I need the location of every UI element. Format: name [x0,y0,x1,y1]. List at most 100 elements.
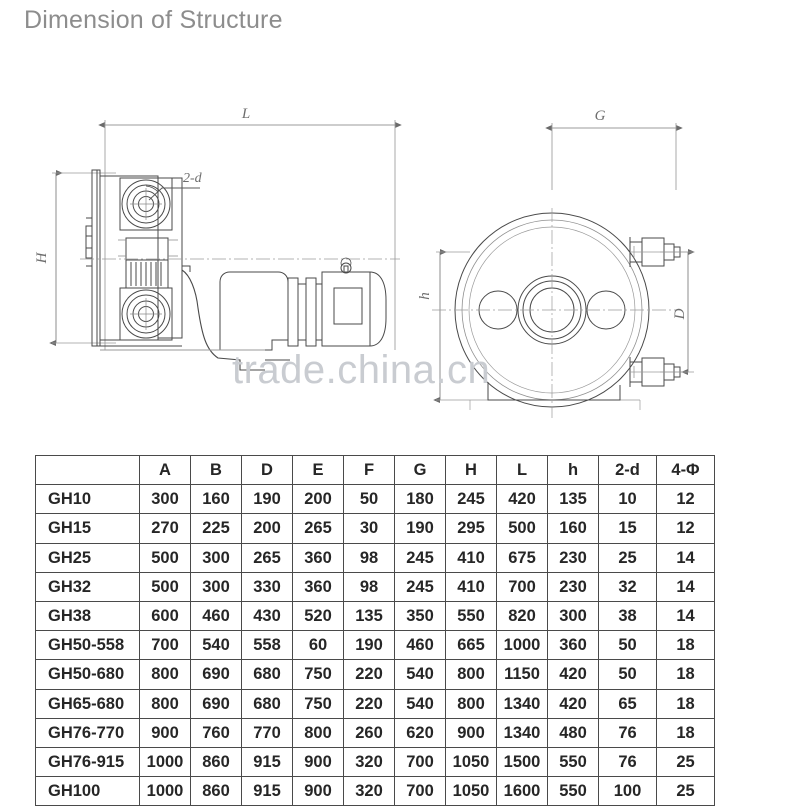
value-cell: 12 [656,484,715,515]
table-header-cell: L [496,454,548,486]
value-cell: 98 [343,571,395,603]
electric-motor [321,257,387,347]
coupling-bracket [181,265,265,371]
value-cell: 540 [394,659,446,690]
value-cell: 200 [241,513,293,544]
value-cell: 135 [547,484,599,515]
dimension-L [98,120,402,350]
value-cell: 420 [547,659,599,690]
table-row: GH10 300 160 190 200 50 180 245 420 135 … [35,484,715,515]
value-cell: 65 [598,688,657,719]
label-h: h [417,292,433,300]
table-header-cell [35,454,140,486]
value-cell: 220 [343,688,395,719]
value-cell: 190 [241,484,293,515]
value-cell: 800 [139,688,191,719]
value-cell: 680 [241,659,293,690]
dimension-H [49,170,116,346]
value-cell: 460 [190,601,242,632]
value-cell: 420 [496,484,548,515]
value-cell: 38 [598,601,657,632]
value-cell: 25 [598,542,657,573]
value-cell: 245 [445,484,497,515]
value-cell: 98 [343,542,395,573]
table-header-cell: 4-Φ [656,454,715,486]
value-cell: 1340 [496,688,548,719]
table-row: GH50-680 800 690 680 750 220 540 800 115… [35,659,715,690]
model-cell: GH25 [35,542,140,573]
value-cell: 200 [292,484,344,515]
value-cell: 270 [139,513,191,544]
value-cell: 915 [241,747,293,778]
value-cell: 500 [139,542,191,573]
value-cell: 160 [190,484,242,515]
table-header-cell: A [139,454,191,486]
model-cell: GH100 [35,776,140,806]
model-cell: GH76-915 [35,747,140,778]
value-cell: 260 [343,717,395,749]
value-cell: 900 [292,776,344,806]
table-row: GH38 600 460 430 520 135 350 550 820 300… [35,601,715,632]
model-cell: GH65-680 [35,688,140,719]
model-cell: GH15 [35,513,140,544]
value-cell: 600 [139,601,191,632]
table-header-cell: G [394,454,446,486]
value-cell: 558 [241,630,293,661]
table-row: GH76-770 900 760 770 800 260 620 900 134… [35,717,715,749]
table-body: GH10 300 160 190 200 50 180 245 420 135 … [35,484,715,806]
value-cell: 50 [598,659,657,690]
dimension-h [433,249,640,403]
value-cell: 690 [190,688,242,719]
value-cell: 230 [547,571,599,603]
value-cell: 430 [241,601,293,632]
value-cell: 675 [496,542,548,573]
value-cell: 550 [547,747,599,778]
pump-base-foot [469,382,641,410]
value-cell: 18 [656,717,715,749]
table-row: GH25 500 300 265 360 98 245 410 675 230 … [35,542,715,573]
value-cell: 1600 [496,776,548,806]
value-cell: 550 [445,601,497,632]
value-cell: 540 [190,630,242,661]
model-cell: GH76-770 [35,717,140,749]
value-cell: 690 [190,659,242,690]
value-cell: 14 [656,601,715,632]
value-cell: 700 [394,776,446,806]
upper-connector [629,237,688,267]
value-cell: 230 [547,542,599,573]
value-cell: 700 [496,571,548,603]
motor-lifting-eye [340,262,352,274]
value-cell: 500 [139,571,191,603]
callout-2d-leader [148,187,200,201]
value-cell: 190 [394,513,446,544]
page-root: Dimension of Structure [24,6,715,806]
value-cell: 900 [445,717,497,749]
value-cell: 14 [656,571,715,603]
model-cell: GH10 [35,484,140,515]
table-header-cell: H [445,454,497,486]
value-cell: 14 [656,542,715,573]
value-cell: 410 [445,542,497,573]
value-cell: 15 [598,513,657,544]
value-cell: 520 [292,601,344,632]
label-D: D [672,308,688,320]
pump-front-view [432,123,695,418]
table-row: GH100 1000 860 915 900 320 700 1050 1600… [35,776,715,806]
label-H: H [34,251,50,264]
value-cell: 420 [547,688,599,719]
page-title: Dimension of Structure [24,6,283,34]
center-axis-front [432,208,676,418]
table-header-row: A B D E F G H L h 2-d 4-Φ [35,454,715,486]
table-header-cell: h [547,454,599,486]
label-L: L [241,106,250,122]
lower-port-boss [119,287,173,341]
model-cell: GH50-680 [35,659,140,690]
value-cell: 700 [394,747,446,778]
value-cell: 915 [241,776,293,806]
table-header-cell: 2-d [598,454,657,486]
value-cell: 190 [343,630,395,661]
table-row: GH50-558 700 540 558 60 190 460 665 1000… [35,630,715,661]
dimension-table: A B D E F G H L h 2-d 4-Φ GH10 300 160 [35,454,715,806]
value-cell: 50 [598,630,657,661]
label-G: G [595,108,606,124]
